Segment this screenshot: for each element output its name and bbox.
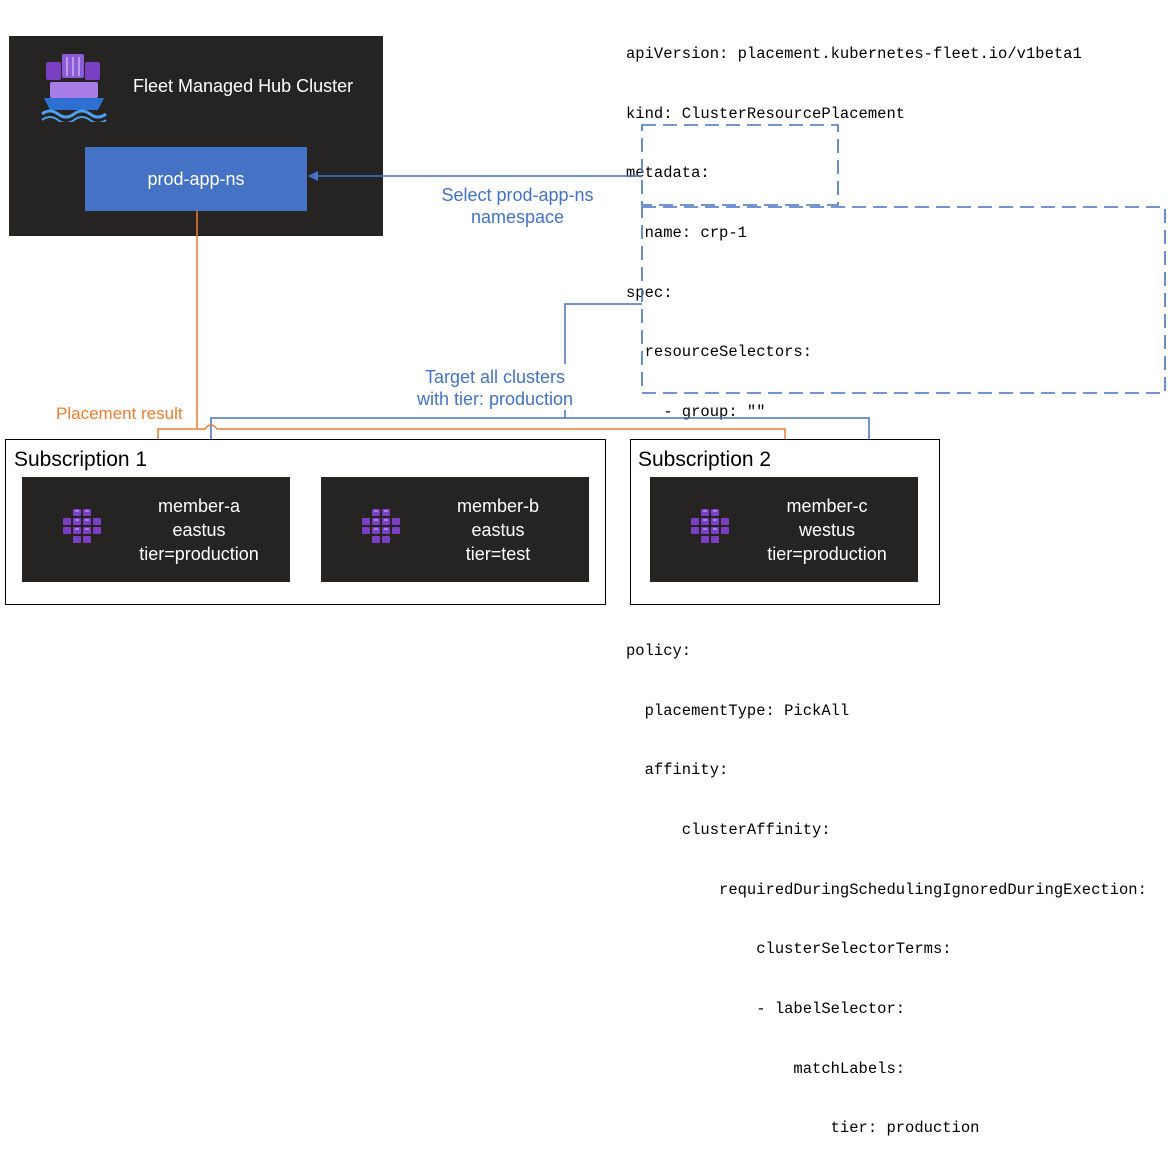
member-a-card[interactable]: member-a eastus tier=production [22,477,290,582]
yaml-line: affinity: [626,761,729,780]
yaml-line: clusterAffinity: [626,820,831,839]
yaml-line: apiVersion: placement.kubernetes-fleet.i… [626,44,1082,63]
member-name: member-a [157,496,241,516]
member-tier: tier=test [465,544,531,564]
resource-selector-dashed-box [641,124,839,206]
connectors-layer [153,124,1166,477]
yaml-line: resourceSelectors: [626,343,813,362]
member-region: eastus [471,520,525,540]
yaml-line: - group: "" [626,403,766,422]
policy-dashed-box [641,206,1166,394]
namespace-box[interactable]: prod-app-ns [85,147,307,211]
member-c-card[interactable]: member-c westus tier=production [650,477,918,582]
yaml-line: spec: [626,283,673,302]
target-connector [564,303,642,364]
placement-arrow-member-c [197,424,790,477]
select-label-line1: Select prod-app-ns [441,185,594,205]
select-label-line2: namespace [470,207,565,227]
yaml-line: name: crp-1 [626,223,747,242]
yaml-line: matchLabels: [626,1059,906,1078]
subscription-1-title: Subscription 1 [14,448,148,471]
fleet-containers-icon [41,54,107,122]
yaml-line: requiredDuringSchedulingIgnoredDuringExe… [626,880,1147,899]
target-label-line2: with tier: production [416,389,574,409]
yaml-line: policy: [626,641,692,660]
member-tier: tier=production [767,544,887,564]
yaml-line: - labelSelector: [626,1000,906,1019]
member-region: westus [798,520,856,540]
subscription-2-title: Subscription 2 [638,448,772,471]
placement-result-label: Placement result [56,404,183,423]
kubernetes-cluster-icon [691,509,729,543]
yaml-line: placementType: PickAll [626,701,850,720]
namespace-label: prod-app-ns [147,168,245,189]
member-tier: tier=production [139,544,259,564]
member-b-card[interactable]: member-b eastus tier=test [321,477,589,582]
yaml-line: tier: production [626,1119,980,1138]
yaml-line: clusterSelectorTerms: [626,940,952,959]
select-namespace-label: Select prod-app-ns namespace [420,184,615,228]
yaml-line: metadata: [626,164,710,183]
kubernetes-cluster-icon [63,509,101,543]
target-clusters-label: Target all clusters with tier: productio… [395,366,595,410]
yaml-line: kind: ClusterResourcePlacement [626,104,906,123]
kubernetes-cluster-icon [362,509,400,543]
hub-cluster-title: Fleet Managed Hub Cluster [133,76,354,96]
target-label-line1: Target all clusters [424,367,566,387]
member-name: member-b [456,496,540,516]
member-name: member-c [786,496,868,516]
member-region: eastus [172,520,226,540]
